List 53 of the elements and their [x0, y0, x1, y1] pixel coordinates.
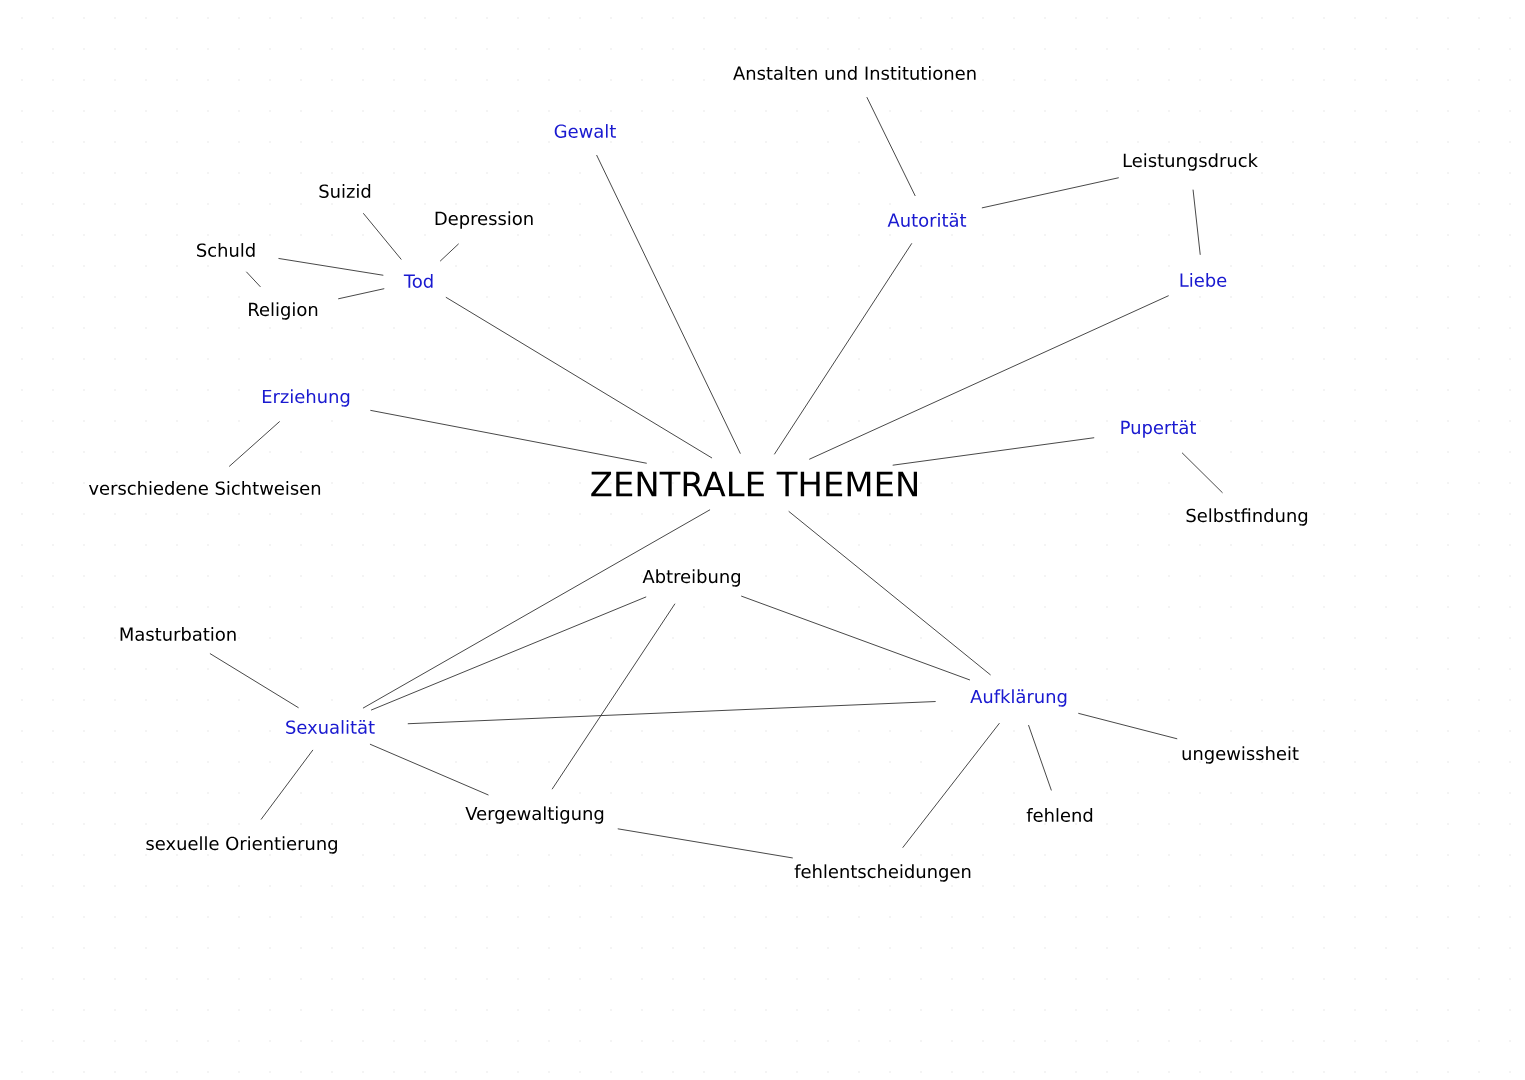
connector-line: [209, 653, 300, 709]
connector-line: [617, 828, 794, 859]
subtopic-label: ungewissheit: [1182, 746, 1299, 764]
connector-line: [773, 242, 913, 455]
subtopic-label: Religion: [249, 302, 318, 320]
connector-line: [369, 409, 648, 464]
connector-line: [362, 212, 402, 260]
connector-line: [902, 722, 1000, 849]
topic-label: Sexualität: [286, 720, 375, 734]
topic-label: Aufklärung: [970, 689, 1067, 707]
connector-line: [407, 701, 937, 725]
subtopic-label: Suizid: [319, 184, 371, 198]
connector-line: [788, 510, 992, 676]
subtopic-label: Masturbation: [120, 627, 236, 641]
subtopic-label: fehlentscheidungen: [794, 864, 971, 882]
connector-line: [337, 288, 385, 300]
connector-line: [596, 154, 741, 455]
subtopic-label: Vergewaltigung: [465, 806, 604, 824]
subtopic-label: Abtreibung: [642, 569, 740, 587]
subtopic-label: fehlend: [1026, 808, 1093, 822]
connector-line: [808, 295, 1170, 460]
topic-label: Erziehung: [262, 389, 350, 407]
subtopic-label: Leistungsdruck: [1123, 153, 1258, 171]
topic-label: Pupertät: [1121, 420, 1196, 438]
connector-line: [866, 96, 916, 197]
topic-label: Tod: [403, 274, 433, 288]
connector-line: [370, 596, 647, 711]
connector-line: [1192, 189, 1201, 256]
connector-line: [892, 437, 1095, 466]
subtopic-label: Anstalten und Institutionen: [733, 66, 976, 80]
subtopic-label: Selbstfindung: [1186, 508, 1308, 526]
connector-line: [245, 271, 261, 288]
subtopic-label: verschiedene Sichtweisen: [88, 481, 321, 495]
connector-line: [278, 258, 384, 276]
connector-line: [439, 243, 460, 262]
connector-line: [260, 749, 314, 820]
connector-line: [228, 421, 281, 467]
connector-line: [445, 296, 713, 459]
topic-label: Gewalt: [554, 124, 616, 138]
subtopic-label: Depression: [435, 211, 533, 229]
connector-line: [740, 595, 971, 681]
connector-line: [1077, 712, 1178, 740]
subtopic-label: sexuelle Orientierung: [146, 836, 337, 854]
topic-label: Liebe: [1180, 273, 1227, 287]
connector-line: [981, 177, 1120, 209]
connector-line: [362, 509, 711, 709]
subtopic-label: Schuld: [197, 243, 255, 257]
connector-line: [1028, 724, 1052, 791]
connector-line: [551, 603, 676, 790]
connector-line: [369, 743, 489, 796]
connector-line: [1181, 452, 1223, 494]
central-topic: ZENTRALE THEMEN: [591, 471, 917, 497]
topic-label: Autorität: [887, 213, 967, 227]
